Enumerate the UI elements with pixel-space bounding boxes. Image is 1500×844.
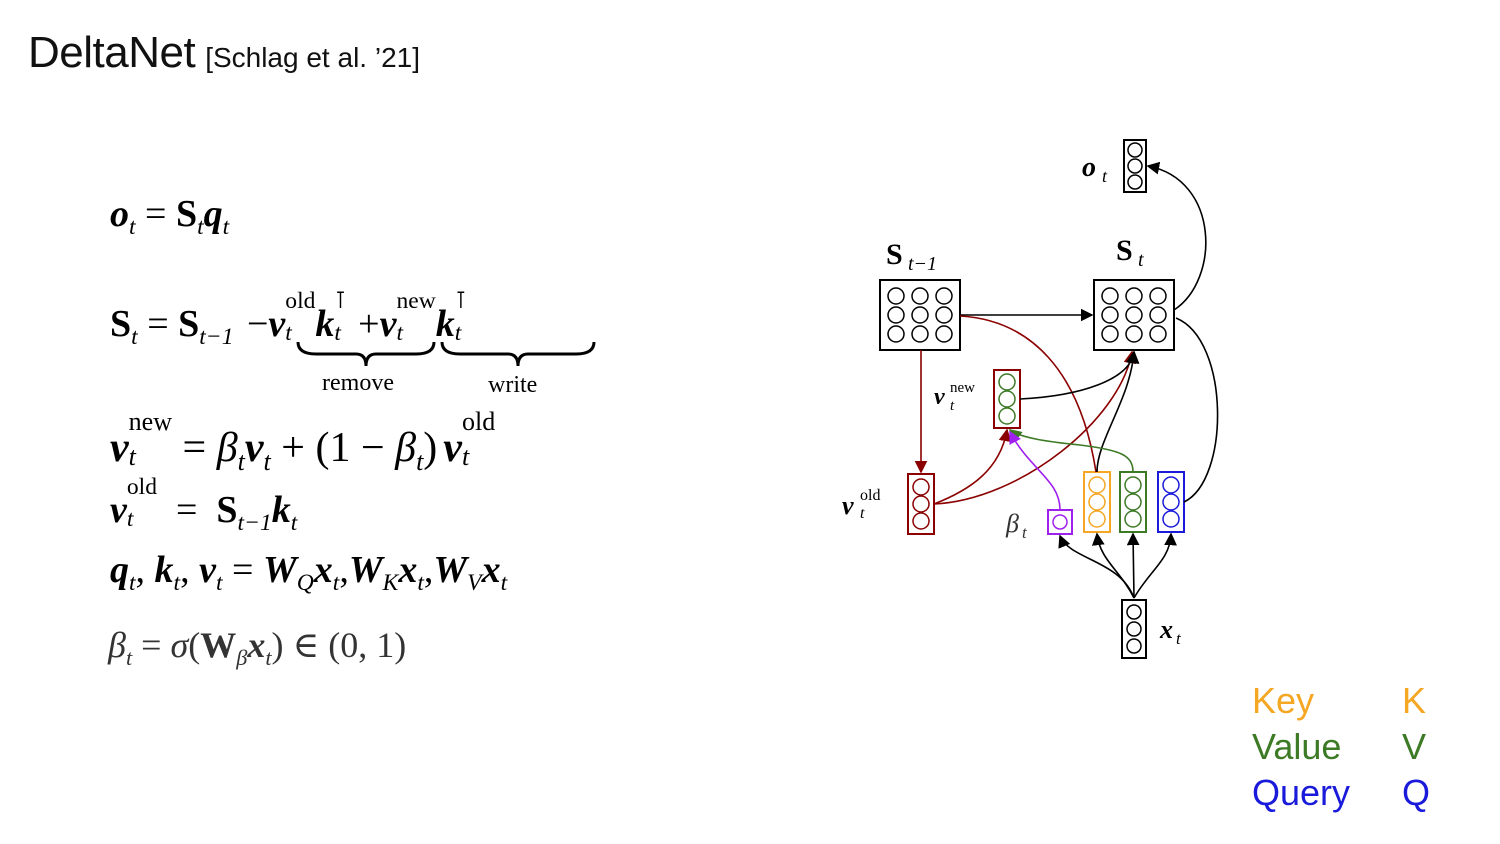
slide-title: DeltaNet [Schlag et al. ’21]	[28, 28, 420, 78]
legend-key-name: Key	[1252, 680, 1315, 721]
slide-title-citation: [Schlag et al. ’21]	[205, 42, 420, 73]
svg-text:old: old	[860, 487, 880, 504]
v-old-vector-box	[907, 473, 935, 535]
equation-beta: βt=σ(Wβxt)∈(0, 1)	[108, 625, 407, 670]
legend-query-name: Query	[1252, 772, 1351, 813]
svg-text:t: t	[860, 505, 865, 522]
edge-x-to-value	[1126, 532, 1140, 599]
edge-value-to-vnew	[1008, 429, 1134, 473]
legend-value-abbr: V	[1402, 726, 1427, 767]
deltanet-diagram: o t S t−1 S t v new t v old t	[842, 139, 1219, 659]
underbrace-write	[440, 341, 596, 367]
edge-query-to-st	[1175, 317, 1219, 503]
label-beta: β	[1005, 509, 1019, 538]
label-o-t: o	[1082, 152, 1096, 183]
output-vector-box	[1123, 139, 1147, 193]
equation-output: ot=Stqt	[110, 193, 230, 241]
state-prev-matrix	[879, 279, 961, 351]
slide-title-main: DeltaNet	[28, 28, 196, 77]
query-vector-box	[1157, 471, 1185, 533]
label-s-t: S	[1116, 234, 1133, 267]
svg-text:t: t	[1138, 249, 1144, 271]
edge-vold-to-st	[933, 350, 1137, 505]
legend-row-key: Key K	[1252, 680, 1472, 722]
legend-value-name: Value	[1252, 726, 1342, 767]
input-vector-box	[1121, 599, 1147, 659]
key-vector-box	[1083, 471, 1111, 533]
svg-text:t−1: t−1	[908, 253, 937, 275]
edge-st-to-ot	[1146, 161, 1207, 311]
v-new-vector-box	[993, 369, 1021, 429]
label-write: write	[488, 372, 538, 398]
edge-key-to-st	[1096, 350, 1140, 473]
legend-row-query: Query Q	[1252, 772, 1472, 814]
label-v-new: v	[934, 384, 945, 410]
label-v-old: v	[842, 491, 854, 520]
svg-text:t: t	[1176, 629, 1182, 648]
edge-x-to-query	[1133, 532, 1177, 599]
svg-text:new: new	[950, 380, 975, 396]
beta-scalar-box	[1047, 509, 1073, 535]
value-vector-box	[1119, 471, 1147, 533]
legend-row-value: Value V	[1252, 726, 1472, 768]
edge-x-to-key	[1091, 532, 1135, 599]
edge-x-to-beta	[1058, 534, 1135, 599]
label-s-prev: S	[886, 238, 903, 271]
underbrace-remove	[296, 341, 436, 367]
label-remove: remove	[322, 370, 394, 396]
legend-query-abbr: Q	[1402, 772, 1431, 813]
state-current-matrix	[1093, 279, 1175, 351]
legend-key-abbr: K	[1402, 680, 1427, 721]
equation-projections: qt, kt, vt=WQxt,WKxt,WVxt	[110, 549, 508, 597]
svg-text:t: t	[1022, 523, 1028, 542]
label-x-t: x	[1159, 615, 1173, 644]
edge-beta-to-vnew	[1009, 430, 1061, 511]
svg-text:t: t	[1102, 166, 1108, 186]
edge-sprev-to-key	[959, 315, 1097, 473]
edge-vold-to-vnew	[933, 428, 1012, 505]
svg-text:t: t	[950, 398, 955, 414]
